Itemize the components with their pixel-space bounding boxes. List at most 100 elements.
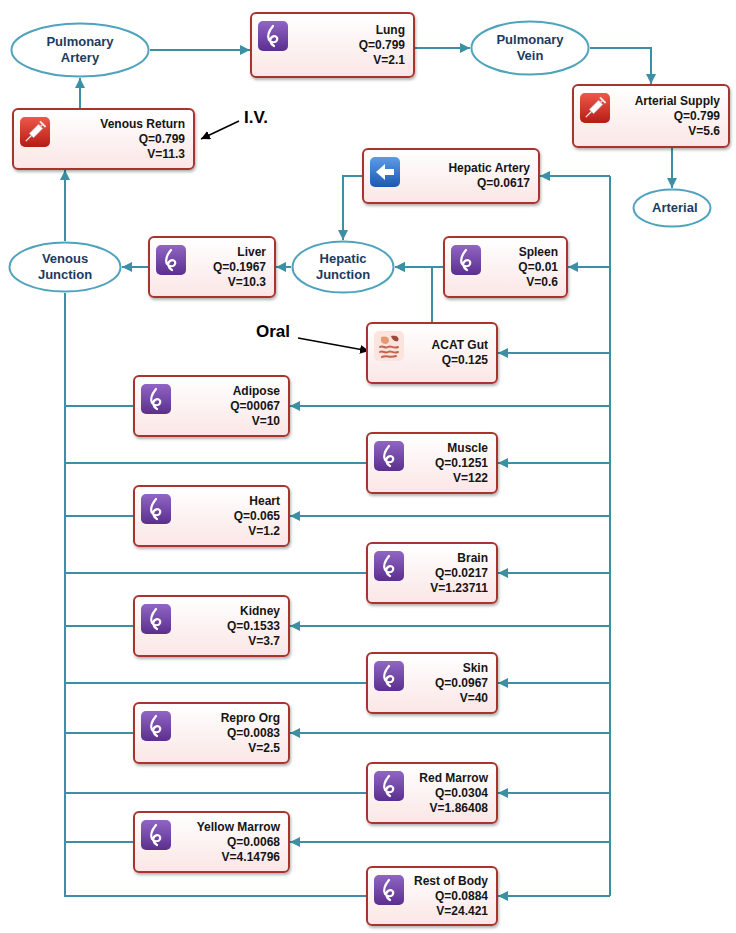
compartment-name: Liver [213, 245, 266, 260]
compartment-box: BrainQ=0.0217V=1.23711 [366, 542, 498, 604]
compartment-box: LungQ=0.799V=2.1 [250, 12, 415, 78]
flow-value: Q=0.799 [359, 38, 405, 53]
junction-name: Venous Junction [28, 251, 102, 283]
junction-name: Pulmonary Artery [30, 34, 130, 66]
junction-ellipse: Arterial [632, 188, 712, 228]
text-group: SpleenQ=0.01V=0.6 [518, 245, 558, 290]
flow-arrow [65, 293, 366, 683]
text-group: Hepatic ArteryQ=0.0617 [448, 161, 530, 191]
flow-arrow [343, 176, 362, 240]
bus-branch [290, 625, 610, 627]
leader-arrow [201, 121, 239, 139]
compartment-icon [141, 711, 171, 741]
compartment-name: Hepatic Artery [448, 161, 530, 176]
compartment-name: Heart [234, 494, 280, 509]
compartment-icon [374, 441, 404, 471]
compartment-box: Yellow MarrowQ=0.0068V=4.14796 [133, 811, 290, 873]
flow-arrow [65, 293, 133, 733]
volume-value: V=4.14796 [197, 850, 280, 865]
flow-arrow [122, 266, 148, 268]
volume-value: V=2.1 [359, 53, 405, 68]
flow-arrow [65, 293, 133, 406]
flow-value: Q=0.1251 [435, 456, 488, 471]
flow-value: Q=0.0068 [197, 835, 280, 850]
compartment-name: Kidney [227, 604, 280, 619]
text-group: MuscleQ=0.1251V=122 [435, 441, 488, 486]
flow-value: Q=0.799 [100, 132, 185, 147]
flow-arrow [415, 47, 470, 49]
volume-value: V=2.5 [221, 741, 280, 756]
flow-value: Q=0.799 [635, 109, 720, 124]
flow-arrow [671, 148, 673, 188]
volume-value: V=122 [435, 471, 488, 486]
compartment-name: Venous Return [100, 117, 185, 132]
compartment-name: Rest of Body [414, 874, 488, 889]
ellipse-shape [293, 242, 394, 293]
compartment-icon [20, 117, 50, 147]
flow-value: Q=0.065 [234, 509, 280, 524]
compartment-box: Venous ReturnQ=0.799V=11.3 [12, 108, 195, 170]
bus-branch [498, 572, 610, 574]
volume-value: V=10 [230, 414, 280, 429]
flow-value: Q=0.0617 [448, 176, 530, 191]
flow-value: Q=0.125 [432, 353, 488, 368]
compartment-icon [156, 245, 186, 275]
text-group: Venous ReturnQ=0.799V=11.3 [100, 117, 185, 162]
compartment-name: Skin [435, 661, 488, 676]
text-group: LungQ=0.799V=2.1 [359, 23, 405, 68]
volume-value: V=40 [435, 691, 488, 706]
bus-branch [498, 682, 610, 684]
compartment-box: LiverQ=0.1967V=10.3 [148, 236, 276, 298]
compartment-icon [141, 494, 171, 524]
flow-arrow [65, 293, 366, 463]
compartment-icon [141, 604, 171, 634]
compartment-icon [141, 820, 171, 850]
bus-branch [290, 405, 610, 407]
junction-ellipse: Venous Junction [8, 241, 122, 293]
compartment-name: Lung [359, 23, 405, 38]
compartment-icon [374, 875, 404, 905]
ellipse-shape [12, 24, 149, 77]
flow-arrow [65, 293, 133, 516]
flow-arrow [395, 267, 432, 322]
volume-value: V=11.3 [100, 147, 185, 162]
flow-value: Q=0.1967 [213, 260, 266, 275]
compartment-box: HeartQ=0.065V=1.2 [133, 485, 290, 547]
text-group: Arterial [652, 200, 692, 216]
compartment-box: SkinQ=0.0967V=40 [366, 652, 498, 714]
flow-arrow [65, 293, 366, 793]
compartment-name: ACAT Gut [432, 338, 488, 353]
bus-branch [568, 266, 610, 268]
bus-branch [498, 462, 610, 464]
flow-arrow [150, 49, 250, 51]
compartment-box: ACAT GutQ=0.125 [366, 322, 498, 384]
text-group: AdiposeQ=00067V=10 [230, 384, 280, 429]
flow-value: Q=0.01 [518, 260, 558, 275]
text-group: SkinQ=0.0967V=40 [435, 661, 488, 706]
compartment-box: Red MarrowQ=0.0304V=1.86408 [366, 762, 498, 824]
compartment-name: Adipose [230, 384, 280, 399]
volume-value: V=1.23711 [430, 581, 488, 596]
compartment-name: Arterial Supply [635, 94, 720, 109]
bus-branch [498, 352, 610, 354]
text-group: Repro OrgQ=0.0083V=2.5 [221, 711, 280, 756]
ellipse-shape [472, 22, 589, 75]
flow-arrow [65, 293, 366, 896]
compartment-name: Muscle [435, 441, 488, 456]
text-group: Arterial SupplyQ=0.799V=5.6 [635, 94, 720, 139]
volume-value: V=0.6 [518, 275, 558, 290]
compartment-box: Rest of BodyQ=0.0884V=24.421 [366, 866, 498, 926]
compartment-icon [580, 93, 610, 123]
bus-branch [540, 175, 610, 177]
compartment-box: SpleenQ=0.01V=0.6 [443, 236, 568, 298]
junction-ellipse: Pulmonary Vein [470, 20, 590, 76]
flow-value: Q=0.0967 [435, 676, 488, 691]
text-group: HeartQ=0.065V=1.2 [234, 494, 280, 539]
route-label: Oral [256, 322, 290, 342]
compartment-name: Repro Org [221, 711, 280, 726]
volume-value: V=10.3 [213, 275, 266, 290]
compartment-icon [141, 384, 171, 414]
compartment-name: Red Marrow [419, 771, 488, 786]
